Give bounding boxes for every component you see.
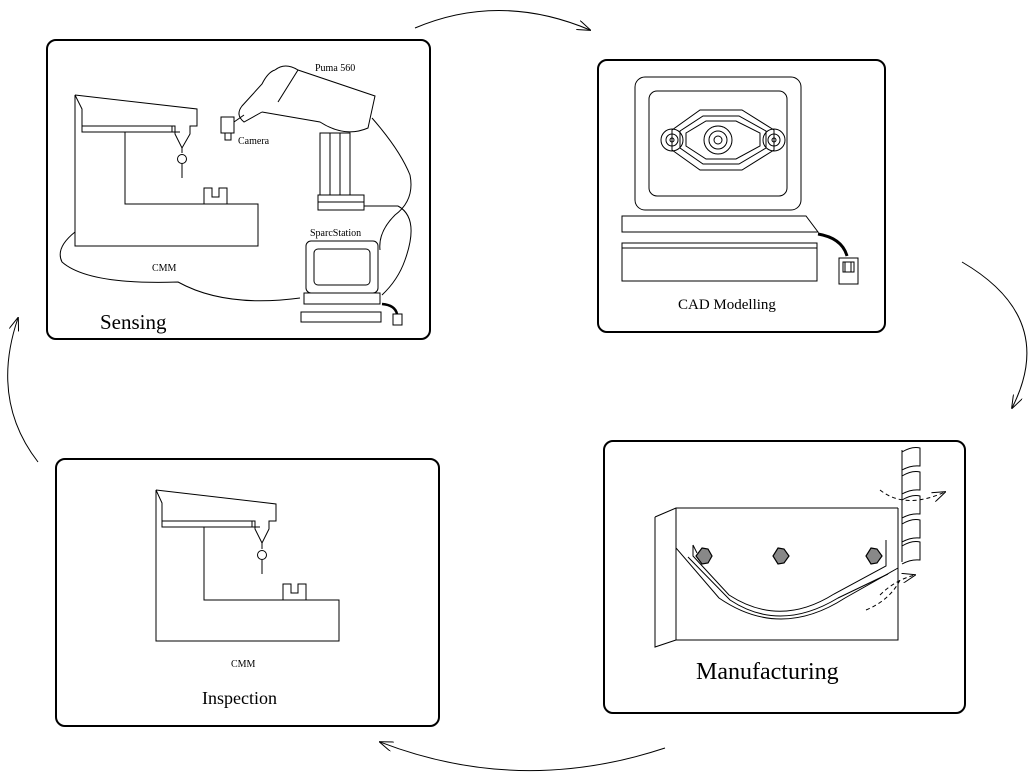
manufacturing-caption: Manufacturing	[696, 659, 839, 685]
flow-arrow-icon	[380, 742, 666, 772]
cad-caption: CAD Modelling	[678, 297, 776, 313]
robot-label: Puma 560	[315, 63, 355, 74]
puma-robot-icon	[238, 65, 398, 211]
flow-arrow-icon	[414, 10, 590, 30]
cad-part-model	[660, 109, 786, 171]
sensing-frame	[46, 39, 431, 340]
cycle-arrows	[7, 10, 1028, 772]
sensing-panel: Puma 560 Camera SparcStation CMM Sensing	[46, 39, 431, 340]
cad-monitor-icon	[621, 76, 819, 282]
workpiece-block	[654, 507, 898, 648]
milling-cutter-icon	[901, 447, 921, 565]
camera-label: Camera	[238, 136, 270, 147]
flow-arrow-icon	[961, 261, 1028, 408]
flow-arrow-icon	[7, 318, 39, 463]
mouse-icon	[381, 302, 403, 326]
inspection-frame	[55, 458, 440, 727]
cmm-label: CMM	[152, 263, 177, 274]
inspection-caption: Inspection	[202, 688, 277, 708]
inspection-panel: CMM Inspection	[55, 458, 440, 727]
hex-nut-icon	[772, 547, 790, 565]
cad-frame	[597, 59, 886, 333]
workstation-label: SparcStation	[310, 228, 361, 239]
tool-path-arrows	[865, 489, 945, 611]
manufacturing-frame	[603, 440, 966, 714]
manufacturing-panel: Manufacturing	[603, 440, 966, 714]
mouse-icon	[817, 232, 859, 285]
sensing-caption: Sensing	[100, 310, 167, 334]
cmm-label: CMM	[231, 659, 256, 670]
cables	[59, 117, 412, 302]
cmm-machine-icon	[155, 489, 340, 642]
hex-nuts	[695, 547, 883, 565]
workstation-icon	[300, 240, 382, 323]
hex-nut-icon	[695, 547, 713, 565]
cad-panel: CAD Modelling	[597, 59, 886, 333]
cmm-machine-icon	[74, 94, 259, 247]
hex-nut-icon	[865, 547, 883, 565]
camera-icon	[220, 114, 245, 141]
